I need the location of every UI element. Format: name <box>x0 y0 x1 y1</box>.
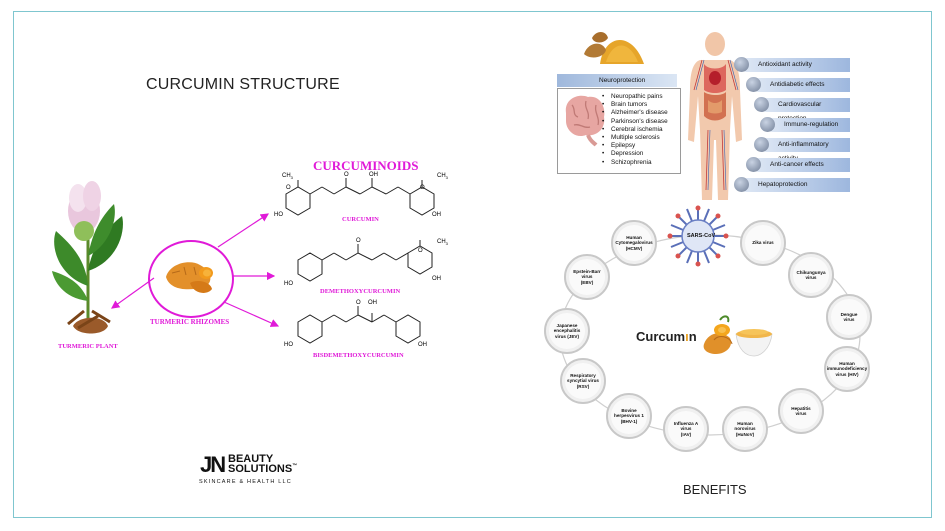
rhizomes-circle <box>148 240 234 318</box>
curcumin-structure-title: CURCUMIN STRUCTURE <box>146 76 340 93</box>
virus-rsv: Respiratory syncytial virus (RSV) <box>560 358 606 404</box>
sars-cov-virus-icon <box>667 205 729 267</box>
virus-ebv: Epstein-Barr virus (EBV) <box>564 254 610 300</box>
activity-antidiabetic: Antidiabetic effects <box>746 77 850 92</box>
neuro-item: Alzheimer's disease <box>611 109 668 117</box>
benefits-title: BENEFITS <box>683 482 747 497</box>
chem-ch3-3: CH3 <box>437 239 448 247</box>
chem-ho-2: HO <box>284 281 293 287</box>
turmeric-plant-label: TURMERIC PLANT <box>58 343 118 350</box>
chem-o-1: O <box>286 185 291 191</box>
neuro-item: Parkinson's disease <box>611 118 668 126</box>
virus-zika: Zika virus <box>740 220 786 266</box>
turmeric-powder-illustration <box>584 32 644 64</box>
virus-norovirus: Human norovirus (HuNoV) <box>722 406 768 452</box>
activity-anti-cancer: Anti-cancer effects <box>746 157 850 172</box>
rhizome-illustration <box>166 262 213 293</box>
chem-oh-3: OH <box>432 276 441 282</box>
neuro-item: Neuropathic pains <box>611 93 668 101</box>
virus-chikungunya: Chikungunya virus <box>788 252 834 298</box>
chem-ch3-2: CH3 <box>437 173 448 181</box>
logo-beauty: BEAUTY <box>228 453 274 465</box>
neuro-item: Epilepsy <box>611 142 668 150</box>
curcuminoids-heading: CURCUMINOIDS <box>313 158 419 173</box>
virus-hiv: Human immunodeficiency virus (HIV) <box>824 346 870 392</box>
logo-solutions: SOLUTIONS™ <box>228 463 298 475</box>
curcumin-label: CURCUMIN <box>342 216 379 223</box>
chem-ho-1: HO <box>274 212 283 218</box>
virus-influenza: Influenza A virus (IAV) <box>663 406 709 452</box>
brain-illustration <box>565 95 605 147</box>
activity-hepatoprotection: Hepatoprotection <box>734 177 850 192</box>
activity-antioxidant: Antioxidant activity <box>734 57 850 72</box>
virus-bovine-herpes: Bovine herpesvirus 1 (BHV-1) <box>606 393 652 439</box>
chem-oh-1: OH <box>369 172 378 178</box>
chem-o-6: O <box>356 300 361 306</box>
chem-ch3-1: CH3 <box>282 173 293 181</box>
neuroprotection-list: Neuropathic pains Brain tumors Alzheimer… <box>611 93 668 167</box>
activity-immune: Immune-regulation <box>760 117 850 132</box>
activity-anti-inflammatory: Anti-inflammatory activity <box>754 137 850 162</box>
chem-o-5: O <box>418 248 423 254</box>
neuro-item: Brain tumors <box>611 101 668 109</box>
turmeric-rhizomes-label: TURMERIC RHIZOMES <box>150 318 230 326</box>
virus-dengue: Dengue virus <box>826 294 872 340</box>
chem-oh-2: OH <box>432 212 441 218</box>
neuro-item: Schizophrenia <box>611 159 668 167</box>
virus-hcmv: Human Cytomegalovirus (HCMV) <box>611 220 657 266</box>
curcumin-center-word: Curcumın <box>636 329 697 344</box>
virus-hepatitis: Hepatitis virus <box>778 388 824 434</box>
chem-o-3: O <box>420 185 425 191</box>
virus-jev: Japanese encephalitis virus (JEV) <box>544 308 590 354</box>
human-body-illustration <box>688 32 742 200</box>
neuro-item: Multiple sclerosis <box>611 134 668 142</box>
sars-cov-label: SARS-CoV <box>687 233 716 239</box>
chem-o-4: O <box>356 238 361 244</box>
neuroprotection-header: Neuroprotection <box>557 74 677 87</box>
chemical-structures <box>285 178 435 344</box>
chem-o-2: O <box>344 172 349 178</box>
neuroprotection-title: Neuroprotection <box>599 77 646 84</box>
curcumin-bowl-illustration <box>703 315 773 357</box>
logo-jn: JN <box>200 452 226 477</box>
neuro-item: Cerebral ischemia <box>611 126 668 134</box>
bisdemethoxycurcumin-label: BISDEMETHOXYCURCUMIN <box>313 352 404 359</box>
neuro-item: Depression <box>611 150 668 158</box>
chem-oh-4: OH <box>368 300 377 306</box>
chem-ho-3: HO <box>284 342 293 348</box>
logo-tagline: SKINCARE & HEALTH LLC <box>199 479 292 485</box>
demethoxycurcumin-label: DEMETHOXYCURCUMIN <box>320 288 401 295</box>
chem-oh-5: OH <box>418 342 427 348</box>
turmeric-plant-illustration <box>52 181 123 334</box>
activity-cardiovascular: Cardiovascular protection <box>754 97 850 122</box>
